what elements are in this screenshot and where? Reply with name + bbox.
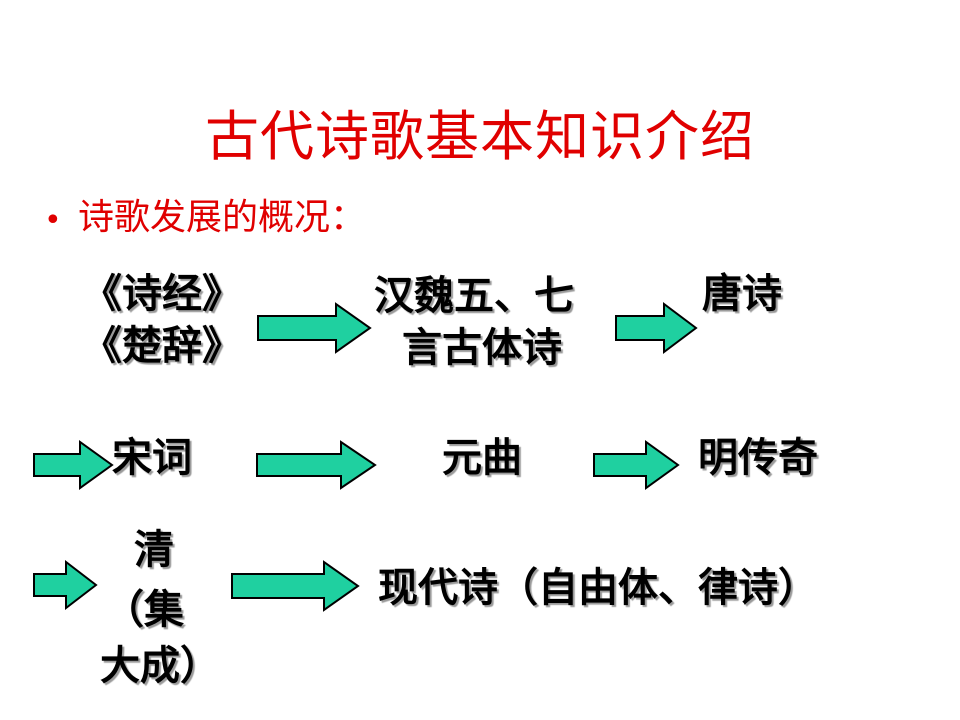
- node-xiandai: 现代诗（自由体、律诗）: [378, 565, 818, 611]
- bullet-item: • 诗歌发展的概况：: [44, 188, 366, 240]
- arrow-right-icon: [33, 440, 114, 490]
- arrow-right-icon: [257, 302, 372, 354]
- arrow-right-icon: [615, 302, 698, 354]
- node-hanwei-line1: 汉魏五、七: [374, 273, 574, 319]
- node-shijing: 《诗经》: [82, 271, 242, 317]
- arrow-right-icon: [593, 440, 680, 490]
- node-qing-line1: 清: [134, 527, 174, 573]
- node-songci: 宋词: [112, 435, 192, 481]
- slide-title: 古代诗歌基本知识介绍: [205, 105, 755, 168]
- bullet-dot-icon: •: [44, 202, 62, 238]
- node-hanwei-line2: 言古体诗: [402, 325, 562, 371]
- arrow-right-icon: [231, 560, 360, 612]
- node-tangshi: 唐诗: [702, 271, 782, 317]
- node-chuci: 《楚辞》: [82, 323, 242, 369]
- node-qing-line3: 大成）: [100, 643, 220, 689]
- arrow-right-icon: [33, 560, 98, 610]
- node-yuanqu: 元曲: [442, 435, 522, 481]
- node-mingchuanqi: 明传奇: [698, 435, 818, 481]
- arrow-right-icon: [256, 440, 377, 490]
- bullet-text: 诗歌发展的概况：: [78, 197, 367, 238]
- node-qing-line2: （集: [104, 587, 184, 633]
